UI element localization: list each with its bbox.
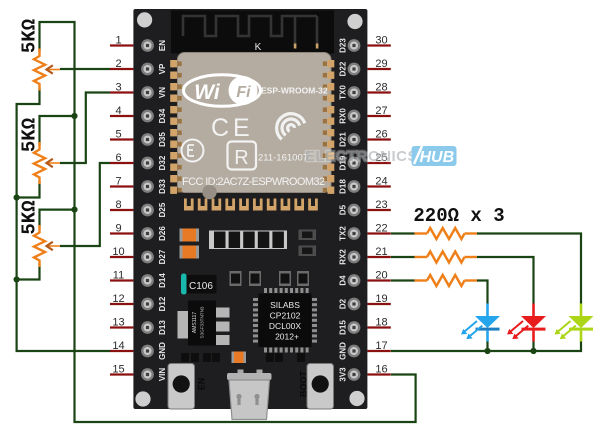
svg-text:23: 23 — [375, 199, 387, 211]
svg-text:28: 28 — [375, 82, 387, 94]
svg-text:D5: D5 — [339, 204, 348, 215]
svg-text:AMS1117: AMS1117 — [192, 312, 198, 333]
svg-text:3V3: 3V3 — [339, 367, 348, 382]
svg-text:15: 15 — [112, 364, 124, 376]
svg-text:VP: VP — [158, 63, 167, 74]
svg-text:14: 14 — [112, 340, 124, 352]
svg-text:GND: GND — [158, 342, 167, 360]
svg-text:RX0: RX0 — [339, 108, 348, 124]
svg-text:17: 17 — [375, 340, 387, 352]
svg-text:D18: D18 — [339, 179, 348, 194]
svg-text:TX2: TX2 — [339, 226, 348, 241]
svg-text:26: 26 — [375, 129, 387, 141]
svg-text:18: 18 — [375, 317, 387, 329]
svg-text:10: 10 — [112, 246, 124, 258]
svg-text:D22: D22 — [339, 61, 348, 76]
svg-text:DCL00X: DCL00X — [269, 321, 301, 331]
svg-text:CP2102: CP2102 — [270, 311, 301, 321]
svg-text:211-161007: 211-161007 — [258, 153, 308, 164]
svg-text:12: 12 — [112, 293, 124, 305]
svg-text:27: 27 — [375, 105, 387, 117]
svg-text:19: 19 — [375, 293, 387, 305]
svg-text:D2: D2 — [339, 298, 348, 309]
svg-text:Wi: Wi — [194, 81, 221, 104]
svg-text:VN: VN — [158, 87, 167, 98]
svg-text:25: 25 — [375, 152, 387, 164]
svg-text:D13: D13 — [158, 320, 167, 335]
svg-text:220Ω x 3: 220Ω x 3 — [413, 205, 504, 227]
svg-text:21: 21 — [375, 246, 387, 258]
svg-text:5KΩ: 5KΩ — [19, 200, 41, 234]
svg-text:5: 5 — [115, 129, 121, 141]
svg-text:C106: C106 — [189, 281, 213, 292]
svg-text:ESP-WROOM-32: ESP-WROOM-32 — [261, 86, 328, 96]
svg-text:D34: D34 — [158, 108, 167, 123]
svg-text:EN: EN — [158, 40, 167, 51]
svg-text:13: 13 — [112, 317, 124, 329]
svg-text:SILABS: SILABS — [270, 300, 300, 310]
svg-text:D23: D23 — [339, 38, 348, 53]
svg-text:ELECTRONICS: ELECTRONICS — [305, 148, 418, 165]
svg-text:D33: D33 — [158, 179, 167, 194]
svg-text:RX2: RX2 — [339, 249, 348, 265]
svg-text:Fi: Fi — [236, 84, 251, 101]
svg-text:2012+: 2012+ — [275, 332, 299, 342]
svg-text:3: 3 — [115, 82, 121, 94]
svg-text:FCC ID:2AC7Z-ESPWROOM32: FCC ID:2AC7Z-ESPWROOM32 — [182, 176, 325, 188]
svg-text:20: 20 — [375, 270, 387, 282]
svg-text:BOOT: BOOT — [299, 370, 309, 397]
svg-text:VIN: VIN — [158, 368, 167, 382]
svg-text:29: 29 — [375, 58, 387, 70]
svg-text:6: 6 — [115, 152, 121, 164]
svg-text:24: 24 — [375, 176, 387, 188]
svg-text:8: 8 — [115, 199, 121, 211]
svg-text:1: 1 — [115, 35, 121, 47]
svg-text:2: 2 — [115, 58, 121, 70]
svg-text:D21: D21 — [339, 132, 348, 147]
svg-text:D4: D4 — [339, 275, 348, 286]
svg-text:9: 9 — [115, 223, 121, 235]
svg-text:5KΩ: 5KΩ — [19, 118, 41, 152]
svg-text:D12: D12 — [158, 296, 167, 311]
svg-text:CE: CE — [211, 114, 254, 142]
svg-text:EN: EN — [197, 378, 207, 391]
svg-text:K: K — [255, 42, 262, 53]
svg-text:D27: D27 — [158, 249, 167, 264]
svg-text:4: 4 — [115, 105, 121, 117]
svg-text:D26: D26 — [158, 226, 167, 241]
svg-text:16: 16 — [375, 364, 387, 376]
svg-text:D15: D15 — [339, 320, 348, 335]
svg-text:D25: D25 — [158, 202, 167, 217]
svg-text:GND: GND — [339, 342, 348, 360]
svg-text:7: 7 — [115, 176, 121, 188]
svg-text:30: 30 — [375, 35, 387, 47]
svg-text:22: 22 — [375, 223, 387, 235]
svg-text:D19: D19 — [339, 155, 348, 170]
svg-text:TX0: TX0 — [339, 85, 348, 100]
svg-text:D35: D35 — [158, 132, 167, 147]
svg-text:D32: D32 — [158, 155, 167, 170]
svg-text:HUB: HUB — [420, 149, 455, 166]
svg-text:D14: D14 — [158, 273, 167, 288]
svg-text:11: 11 — [113, 270, 124, 282]
svg-text:S3GF33TNTN3: S3GF33TNTN3 — [200, 306, 205, 338]
svg-text:R: R — [234, 147, 248, 169]
svg-text:5KΩ: 5KΩ — [19, 19, 41, 53]
